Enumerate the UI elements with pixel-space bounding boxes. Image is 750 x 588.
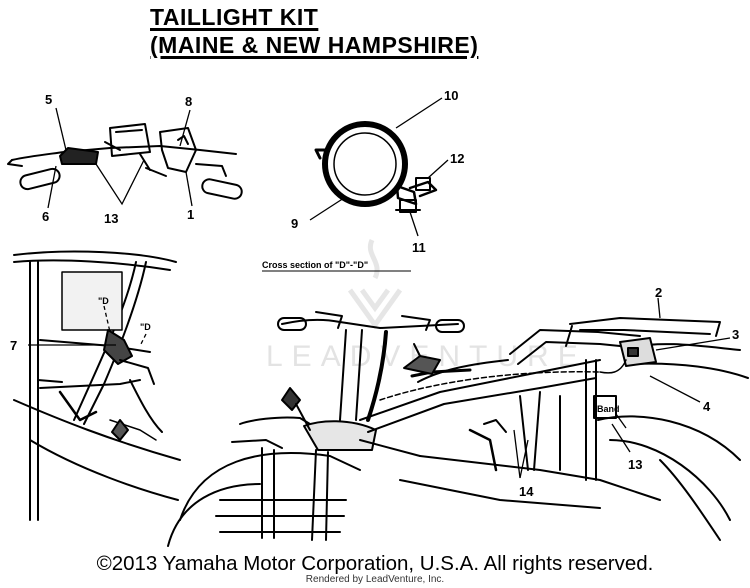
callout-5: 5 bbox=[45, 92, 52, 107]
callout-9: 9 bbox=[291, 216, 298, 231]
callout-10: 10 bbox=[444, 88, 458, 103]
callout-7: 7 bbox=[10, 338, 17, 353]
callout-11: 11 bbox=[412, 240, 426, 255]
band-cross-section-drawing bbox=[314, 121, 438, 213]
callout-3: 3 bbox=[732, 327, 739, 342]
section-mark-d-right: "D bbox=[140, 322, 151, 332]
frame-leader-lines bbox=[28, 305, 147, 347]
band-leader-lines bbox=[309, 97, 449, 237]
callout-14: 14 bbox=[519, 484, 534, 499]
callout-13-main: 13 bbox=[628, 457, 642, 472]
renderer-note: Rendered by LeadVenture, Inc. bbox=[305, 574, 445, 585]
callout-12: 12 bbox=[450, 151, 464, 166]
vehicle-assembly-drawing bbox=[167, 311, 749, 547]
frame-detail-drawing bbox=[13, 250, 181, 521]
callout-1: 1 bbox=[187, 207, 194, 222]
copyright-notice: ©2013 Yamaha Motor Corporation, U.S.A. A… bbox=[96, 552, 654, 575]
callout-6: 6 bbox=[42, 209, 49, 224]
callout-2: 2 bbox=[655, 285, 662, 300]
diagram-title-line-2: (MAINE & NEW HAMPSHIRE) bbox=[150, 32, 479, 58]
vehicle-leader-lines bbox=[513, 297, 731, 479]
cross-section-caption: Cross section of "D"-"D" bbox=[262, 260, 368, 270]
section-mark-d-left: "D bbox=[98, 296, 109, 306]
diagram-title-line-1: TAILLIGHT KIT bbox=[150, 4, 319, 30]
callout-4: 4 bbox=[703, 399, 711, 414]
watermark-logo-icon bbox=[347, 238, 403, 330]
band-label: Band bbox=[597, 404, 620, 414]
callout-13-handlebar: 13 bbox=[104, 211, 118, 226]
handlebar-detail-drawing bbox=[7, 123, 243, 200]
handlebar-leader-lines bbox=[47, 107, 193, 209]
callout-8: 8 bbox=[185, 94, 192, 109]
